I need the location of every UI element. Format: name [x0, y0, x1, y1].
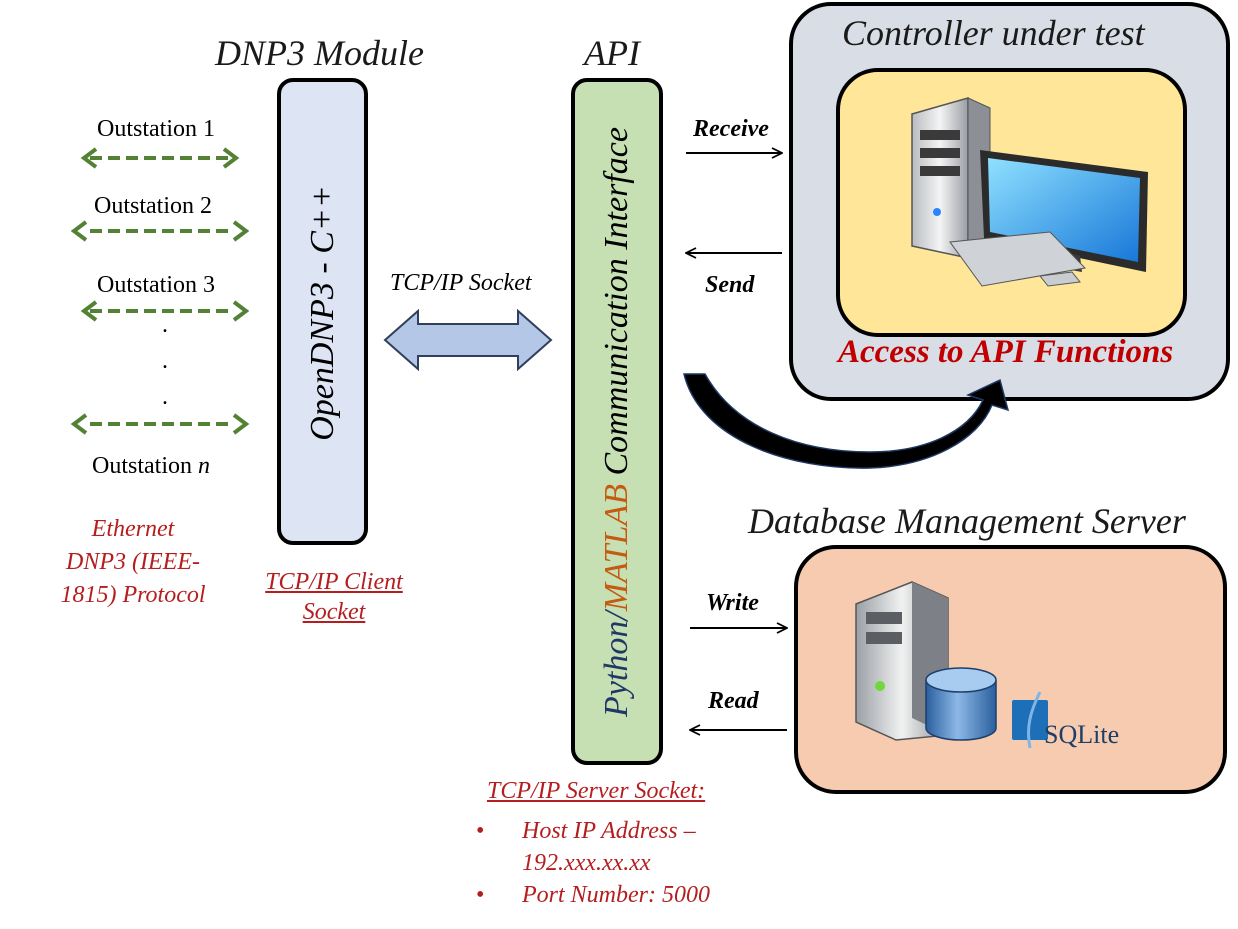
- list-item: 192.xxx.xx.xx: [522, 850, 651, 876]
- api-interface-label: Python/MATLAB Communication Interface: [598, 127, 635, 717]
- database-server-icon: [855, 581, 1048, 749]
- access-api-functions-label: Access to API Functions: [838, 334, 1174, 370]
- list-item: •Host IP Address –: [476, 818, 696, 844]
- write-label: Write: [706, 590, 759, 616]
- outstation-1-label: Outstation 1: [97, 116, 215, 142]
- ellipsis-dot: .: [162, 348, 168, 374]
- desktop-computer-icon: [911, 97, 1148, 287]
- protocol-note: Ethernet DNP3 (IEEE- 1815) Protocol: [60, 516, 206, 608]
- ellipsis-dot: .: [162, 312, 168, 338]
- access-curved-arrow: [683, 373, 1010, 469]
- sqlite-label: SQLite: [1044, 720, 1120, 749]
- tcp-server-socket-list: •Host IP Address – 192.xxx.xx.xx •Port N…: [476, 815, 776, 911]
- outstation-3-label: Outstation 3: [97, 272, 215, 298]
- dnp3-module-box: [277, 78, 368, 545]
- controller-title: Controller under test: [842, 13, 1145, 53]
- send-label: Send: [705, 272, 755, 298]
- outstation-2-label: Outstation 2: [94, 193, 212, 219]
- tcp-client-socket-note: TCP/IP Client Socket: [265, 569, 403, 625]
- tcp-server-socket-title: TCP/IP Server Socket:: [487, 778, 706, 804]
- api-title: API: [584, 33, 640, 73]
- read-label: Read: [708, 688, 759, 714]
- outstation-arrows: [90, 156, 230, 426]
- api-box: [571, 78, 663, 765]
- outstation-n-label: Outstation n: [92, 453, 210, 479]
- dnp3-module-title: DNP3 Module: [215, 33, 424, 73]
- opendnp3-label: OpenDNP3 - C++: [304, 185, 341, 441]
- database-title: Database Management Server: [748, 501, 1186, 541]
- list-item: •Port Number: 5000: [476, 882, 710, 908]
- tcp-ip-socket-label: TCP/IP Socket: [390, 270, 532, 296]
- tcp-ip-socket-arrow: [383, 308, 553, 372]
- receive-label: Receive: [693, 116, 769, 142]
- ellipsis-dot: .: [162, 384, 168, 410]
